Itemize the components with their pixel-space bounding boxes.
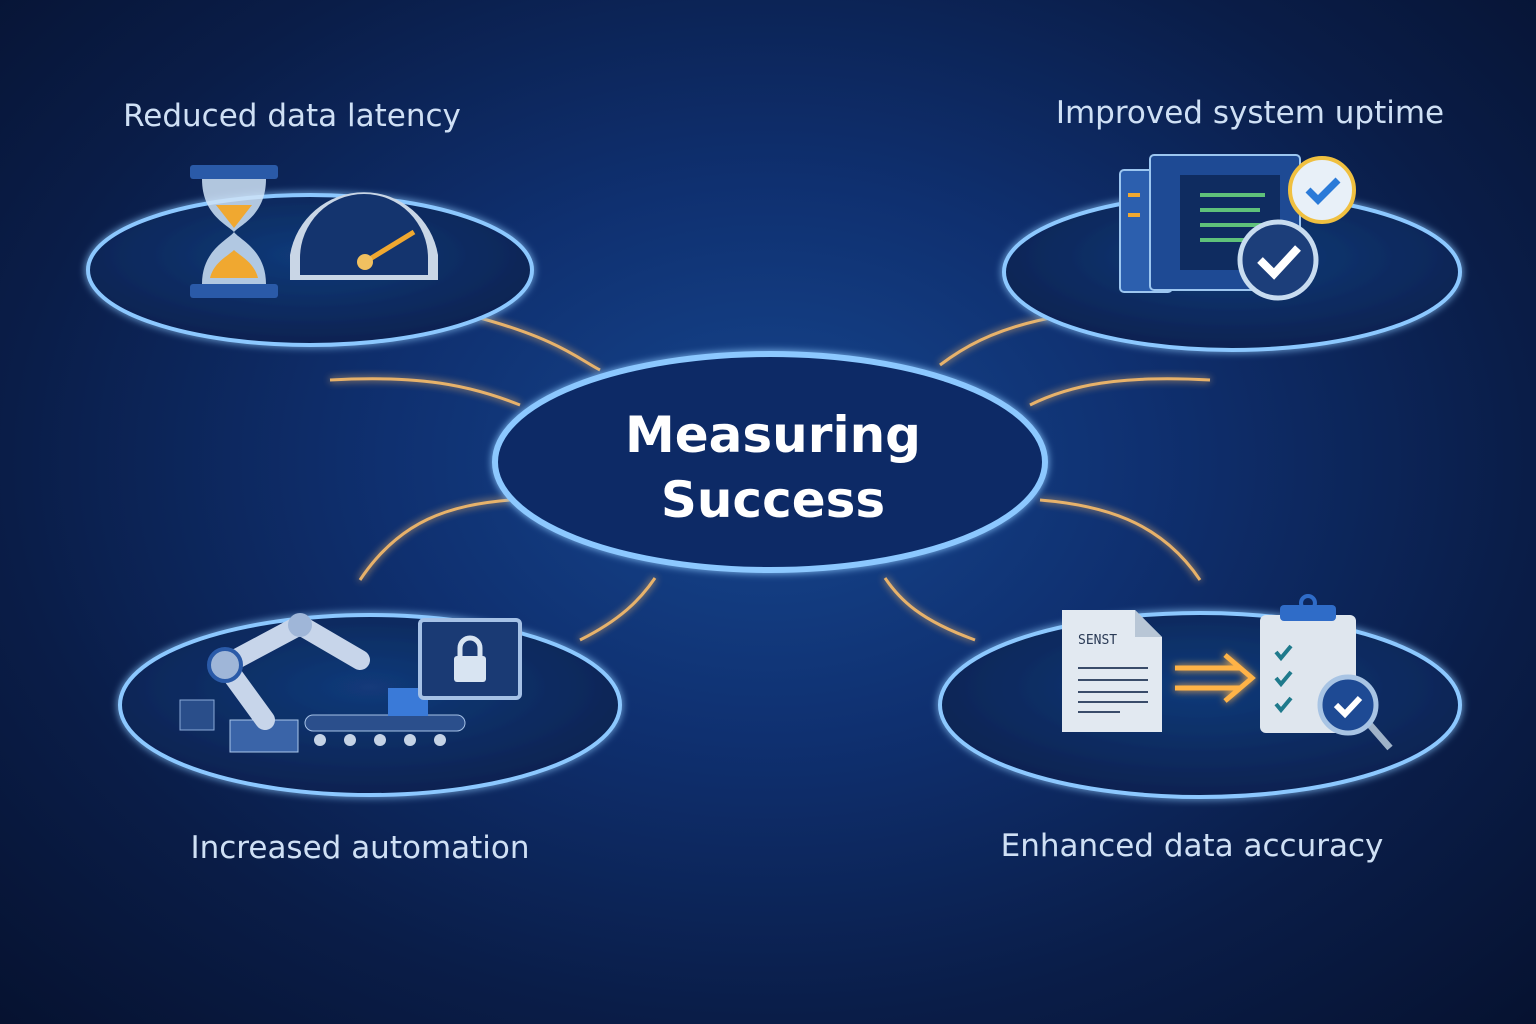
arrow-icon bbox=[1175, 653, 1256, 703]
checkmark-badge-icon bbox=[1237, 156, 1356, 301]
plate-bottom-right bbox=[938, 611, 1462, 799]
plate-center bbox=[492, 351, 1048, 573]
connector-top-right-2 bbox=[1029, 377, 1211, 407]
connector-top-right bbox=[939, 316, 1051, 367]
connector-bottom-left bbox=[579, 577, 657, 642]
connector-bottom-right bbox=[883, 577, 976, 642]
magnifier-check-icon bbox=[1317, 674, 1393, 751]
connector-bottom-right-2 bbox=[1039, 498, 1202, 581]
robotic-arm-icon bbox=[179, 613, 370, 753]
document-text: SENST bbox=[1078, 633, 1117, 648]
metric-label-latency: Reduced data latency bbox=[123, 98, 461, 134]
connector-bottom-left-2 bbox=[358, 498, 511, 581]
connector-top-left bbox=[479, 316, 601, 372]
lock-monitor-icon bbox=[418, 618, 522, 700]
center-title-line2: Success bbox=[661, 471, 885, 529]
hourglass-icon bbox=[190, 165, 278, 298]
connectors bbox=[329, 316, 1211, 642]
metric-label-accuracy: Enhanced data accuracy bbox=[1001, 828, 1384, 864]
connector-top-left-2 bbox=[329, 377, 521, 407]
document-icon: SENST bbox=[1062, 610, 1162, 732]
center-title-line1: Measuring bbox=[625, 406, 921, 464]
speedometer-icon bbox=[290, 192, 438, 280]
metric-label-automation: Increased automation bbox=[190, 830, 529, 866]
metric-label-uptime: Improved system uptime bbox=[1056, 95, 1444, 131]
